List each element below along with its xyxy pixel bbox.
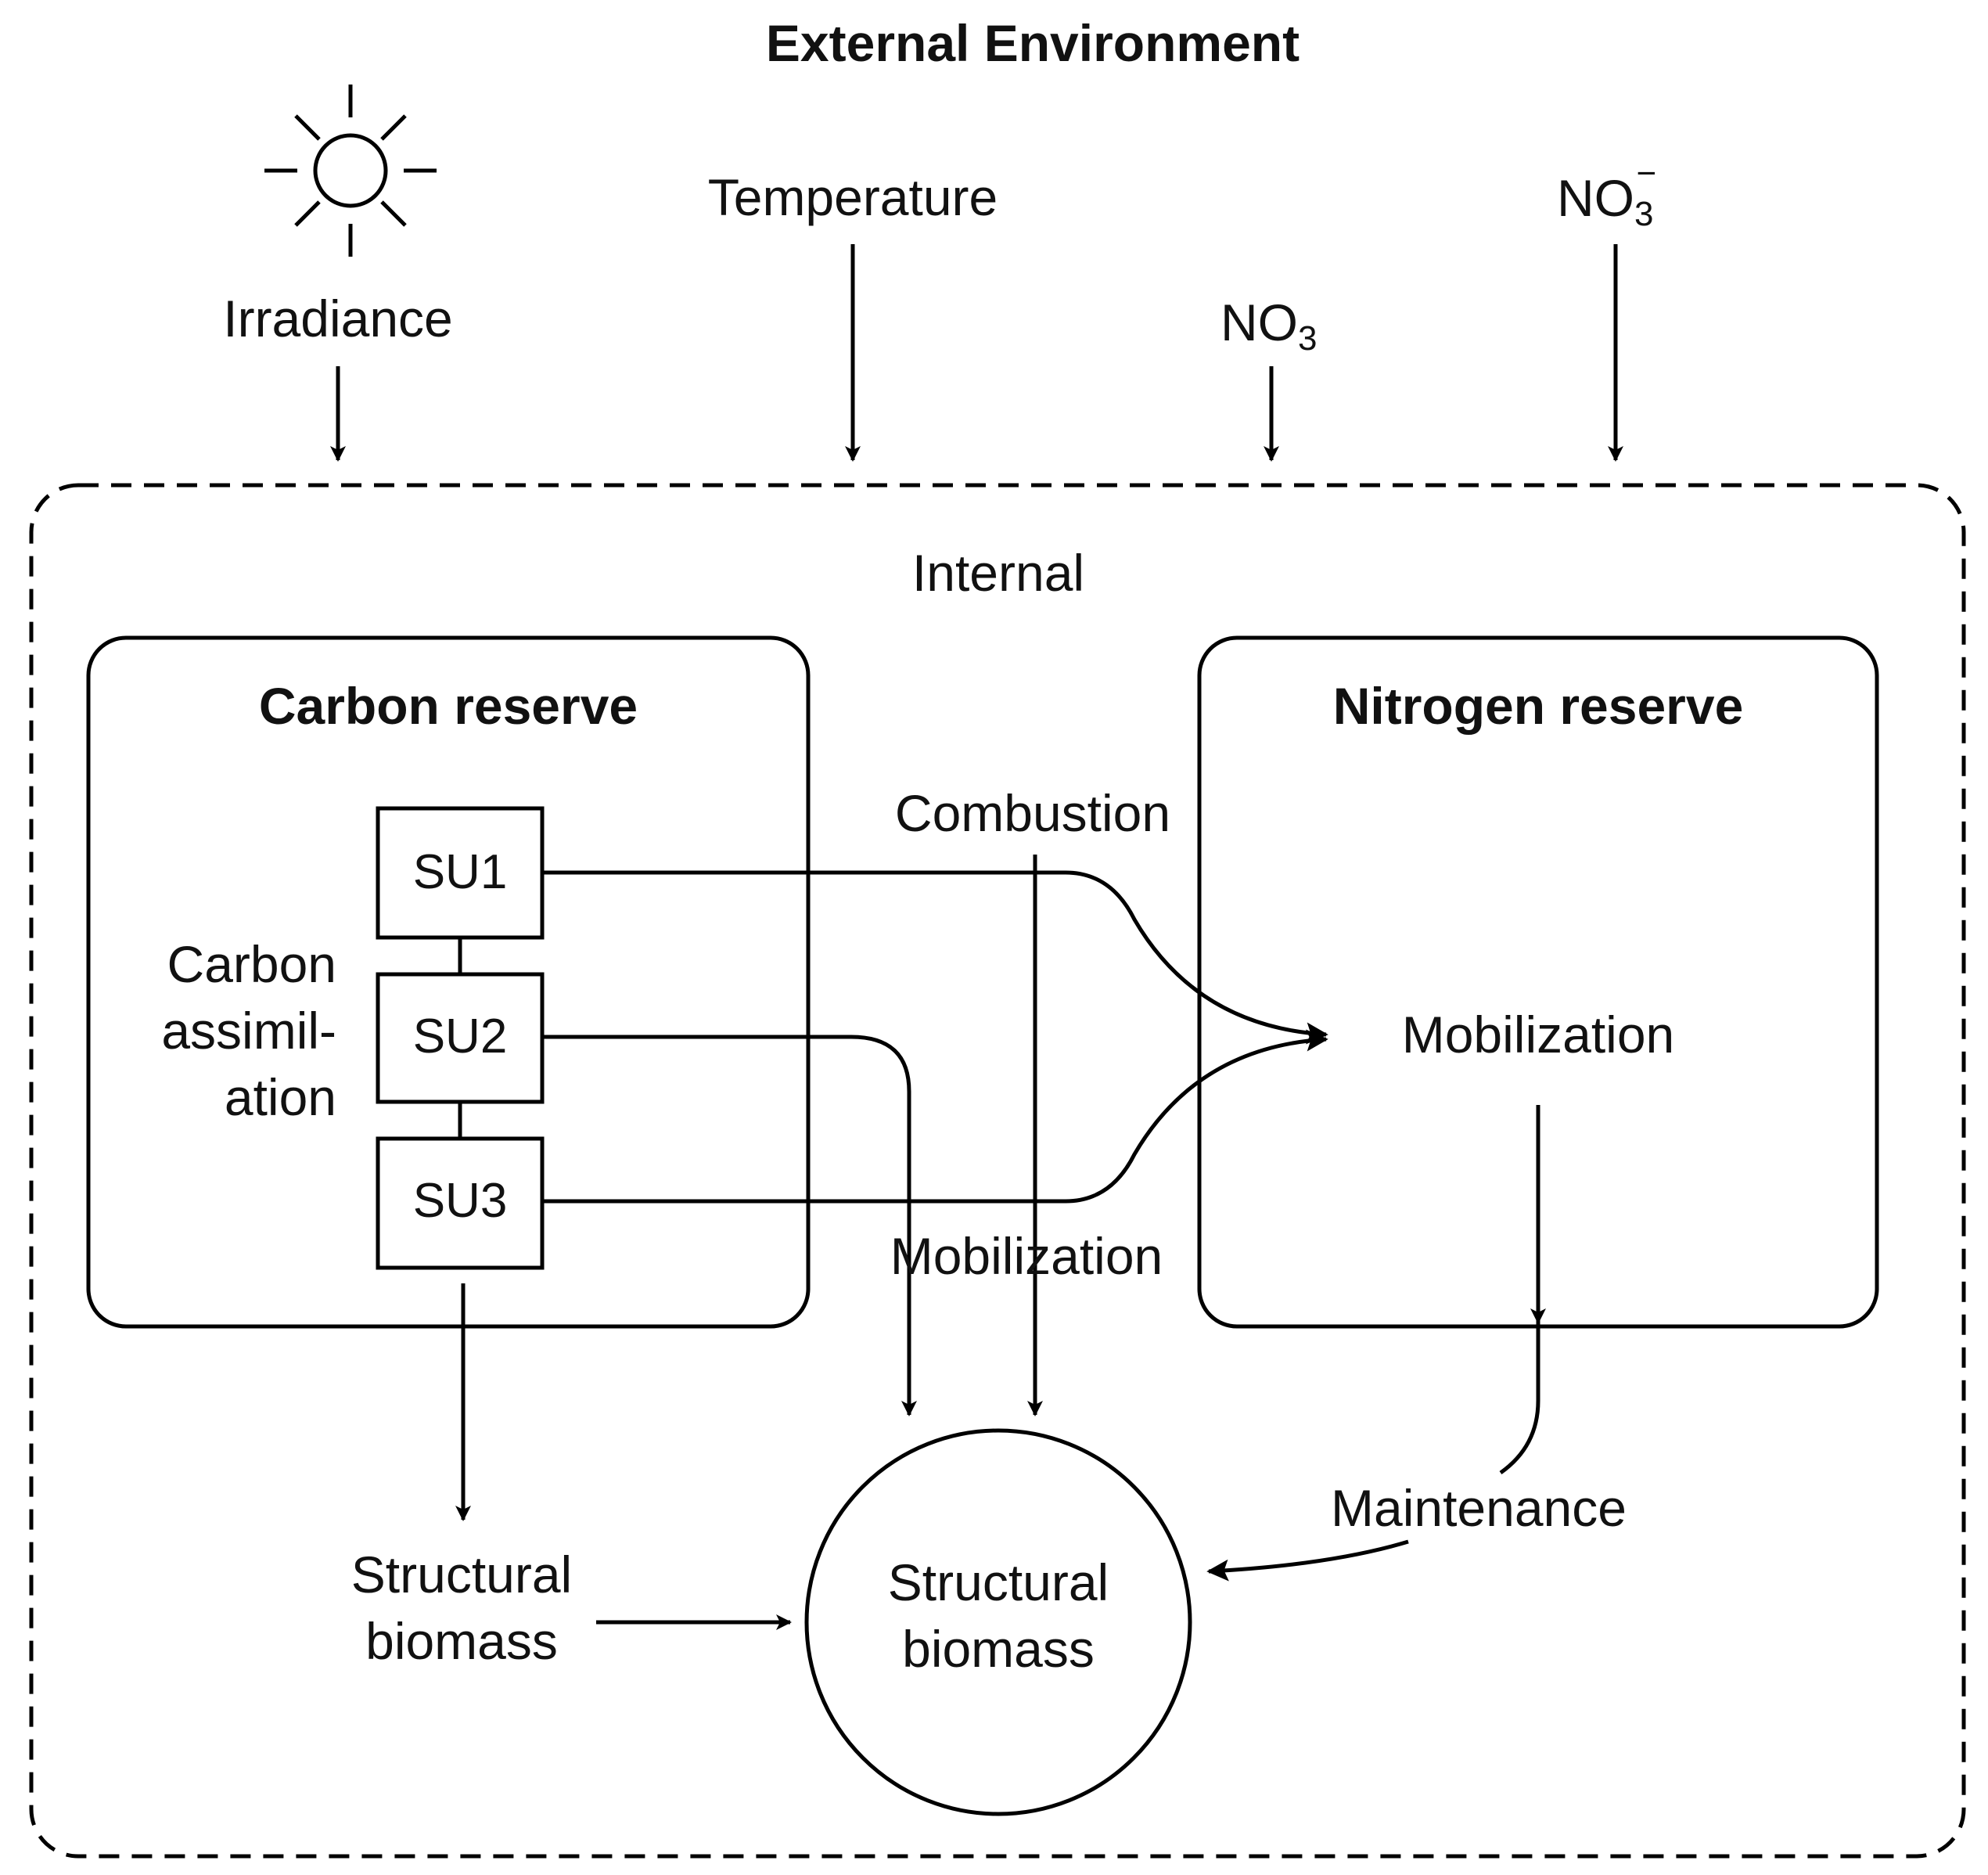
su1-box: SU1 [376, 806, 545, 940]
external-environment-title: External Environment [766, 14, 1300, 72]
structural-biomass-circle-line-2: biomass [902, 1620, 1095, 1678]
su3-to-mobilization-arrow [542, 1029, 1328, 1204]
structural-biomass-circle [804, 1428, 1192, 1816]
su1-to-mobilization-arrow [542, 870, 1328, 1045]
structural-biomass-left-line-1: Structural [351, 1546, 572, 1603]
nitrogen-reserve-title: Nitrogen reserve [1333, 677, 1744, 735]
nitrogen-mobilization-label: Mobilization [1402, 1006, 1675, 1063]
su2-mobilization-arrow [542, 1035, 917, 1416]
maintenance-arrow [1206, 1539, 1409, 1582]
irradiance-label: Irradiance [223, 290, 453, 347]
maintenance-connector [1499, 1323, 1540, 1475]
structural-biomass-circle-line-1: Structural [888, 1553, 1109, 1611]
su2-box: SU2 [376, 972, 545, 1104]
carbon-reserve-title: Carbon reserve [259, 677, 638, 735]
carbon-assimilation-line-2: assimil- [161, 1002, 336, 1060]
carbon-assimilation-line-1: Carbon [167, 935, 336, 993]
structural-biomass-left-line-2: biomass [365, 1612, 558, 1670]
internal-title: Internal [912, 544, 1084, 602]
combustion-label: Combustion [895, 784, 1170, 842]
temperature-label: Temperature [708, 168, 998, 226]
su3-label: SU3 [413, 1174, 508, 1228]
su3-box: SU3 [376, 1136, 545, 1270]
nitrate-label: NO3 [1220, 293, 1317, 358]
sun-icon [264, 85, 437, 257]
carbon-mobilization-label: Mobilization [890, 1227, 1163, 1285]
internal-boundary [29, 483, 1966, 1859]
nitrate-ion-label: NO3− [1557, 154, 1656, 233]
carbon-reserve-box [86, 635, 811, 1329]
carbon-assimilation-line-3: ation [225, 1068, 336, 1126]
maintenance-label: Maintenance [1331, 1479, 1627, 1537]
su2-label: SU2 [413, 1009, 508, 1063]
su1-label: SU1 [413, 845, 508, 899]
